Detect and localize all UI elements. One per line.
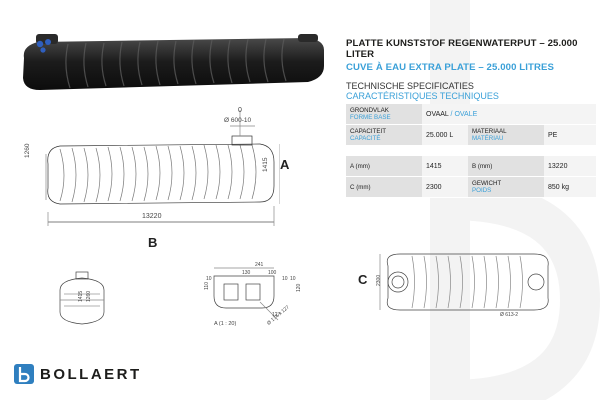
gewicht-label: GEWICHT POIDS	[468, 176, 544, 198]
table-row: CAPACITEIT CAPACITÉ 25.000 L MATERIAAL M…	[346, 124, 596, 146]
top-view-drawing	[379, 253, 549, 311]
b-label: B (mm)	[468, 155, 544, 177]
detail-dim-110: 110	[204, 282, 210, 290]
front-view-drawing	[59, 271, 105, 325]
detail-scale-label: A (1 : 20)	[214, 321, 237, 327]
background-watermark	[430, 0, 600, 400]
front-dim-1260: 1260	[86, 290, 92, 302]
detail-dim-127: 127	[272, 312, 281, 318]
detail-dim-130: 130	[242, 270, 251, 276]
detail-dim-120: 120	[296, 283, 302, 292]
tank-photo	[23, 34, 324, 90]
product-title: PLATTE KUNSTSTOF REGENWATERPUT – 25.000 …	[346, 38, 578, 60]
dim-zero: 0	[238, 107, 242, 114]
detail-dim-241: 241	[255, 262, 264, 268]
table-row: GRONDVLAK FORME BASE OVAAL / OVALE	[346, 104, 596, 125]
materiaal-value: PE	[544, 124, 596, 146]
c-label: C (mm)	[346, 176, 422, 198]
table-row: A (mm) 1415 B (mm) 13220	[346, 155, 596, 177]
gewicht-value: 850 kg	[544, 176, 596, 198]
label-a: A	[280, 157, 290, 172]
c-value: 2300	[422, 176, 468, 198]
detail-dim-10c: 10	[290, 276, 296, 282]
a-value: 1415	[422, 155, 468, 177]
grondvlak-value: OVAAL / OVALE	[422, 104, 596, 125]
capaciteit-label: CAPACITEIT CAPACITÉ	[346, 124, 422, 146]
b-value: 13220	[544, 155, 596, 177]
top-dim-2300: 2300	[376, 274, 382, 286]
side-view-drawing	[45, 110, 280, 226]
product-subtitle: CUVE À EAU EXTRA PLATE – 25.000 LITRES	[346, 62, 554, 73]
detail-dim-10a: 10	[206, 276, 212, 282]
a-label: A (mm)	[346, 155, 422, 177]
dim-1415: 1415	[262, 157, 269, 172]
materiaal-label: MATERIAAL MATÉRIAU	[468, 124, 544, 146]
table-row: C (mm) 2300 GEWICHT POIDS 850 kg	[346, 176, 596, 198]
detail-a-drawing	[213, 267, 279, 321]
dim-1260: 1260	[24, 143, 31, 158]
grondvlak-label: GRONDVLAK FORME BASE	[346, 104, 422, 125]
spec-table: GRONDVLAK FORME BASE OVAAL / OVALE CAPAC…	[346, 104, 596, 198]
dim-opening: Ø 600-10	[224, 117, 252, 124]
bollaert-logo: BOLLAERT	[14, 364, 142, 384]
capaciteit-value: 25.000 L	[422, 124, 468, 146]
brand-name: BOLLAERT	[40, 365, 142, 383]
spec-heading-nl: TECHNISCHE SPECIFICATIES	[346, 81, 474, 91]
front-dim-1415: 1415	[78, 290, 84, 302]
label-b: B	[148, 235, 158, 250]
spec-heading: TECHNISCHE SPECIFICATIES CARACTÉRISTIQUE…	[346, 81, 499, 101]
label-c: C	[358, 272, 368, 287]
detail-dim-100: 100	[268, 270, 277, 276]
dim-13220: 13220	[142, 213, 162, 220]
tank-blue-port-icon	[36, 40, 44, 48]
top-dim-opening: Ø 613-2	[500, 312, 519, 318]
detail-dim-10b: 10	[282, 276, 288, 282]
bollaert-b-logo-icon	[14, 364, 34, 384]
spec-heading-fr: CARACTÉRISTIQUES TECHNIQUES	[346, 91, 499, 101]
